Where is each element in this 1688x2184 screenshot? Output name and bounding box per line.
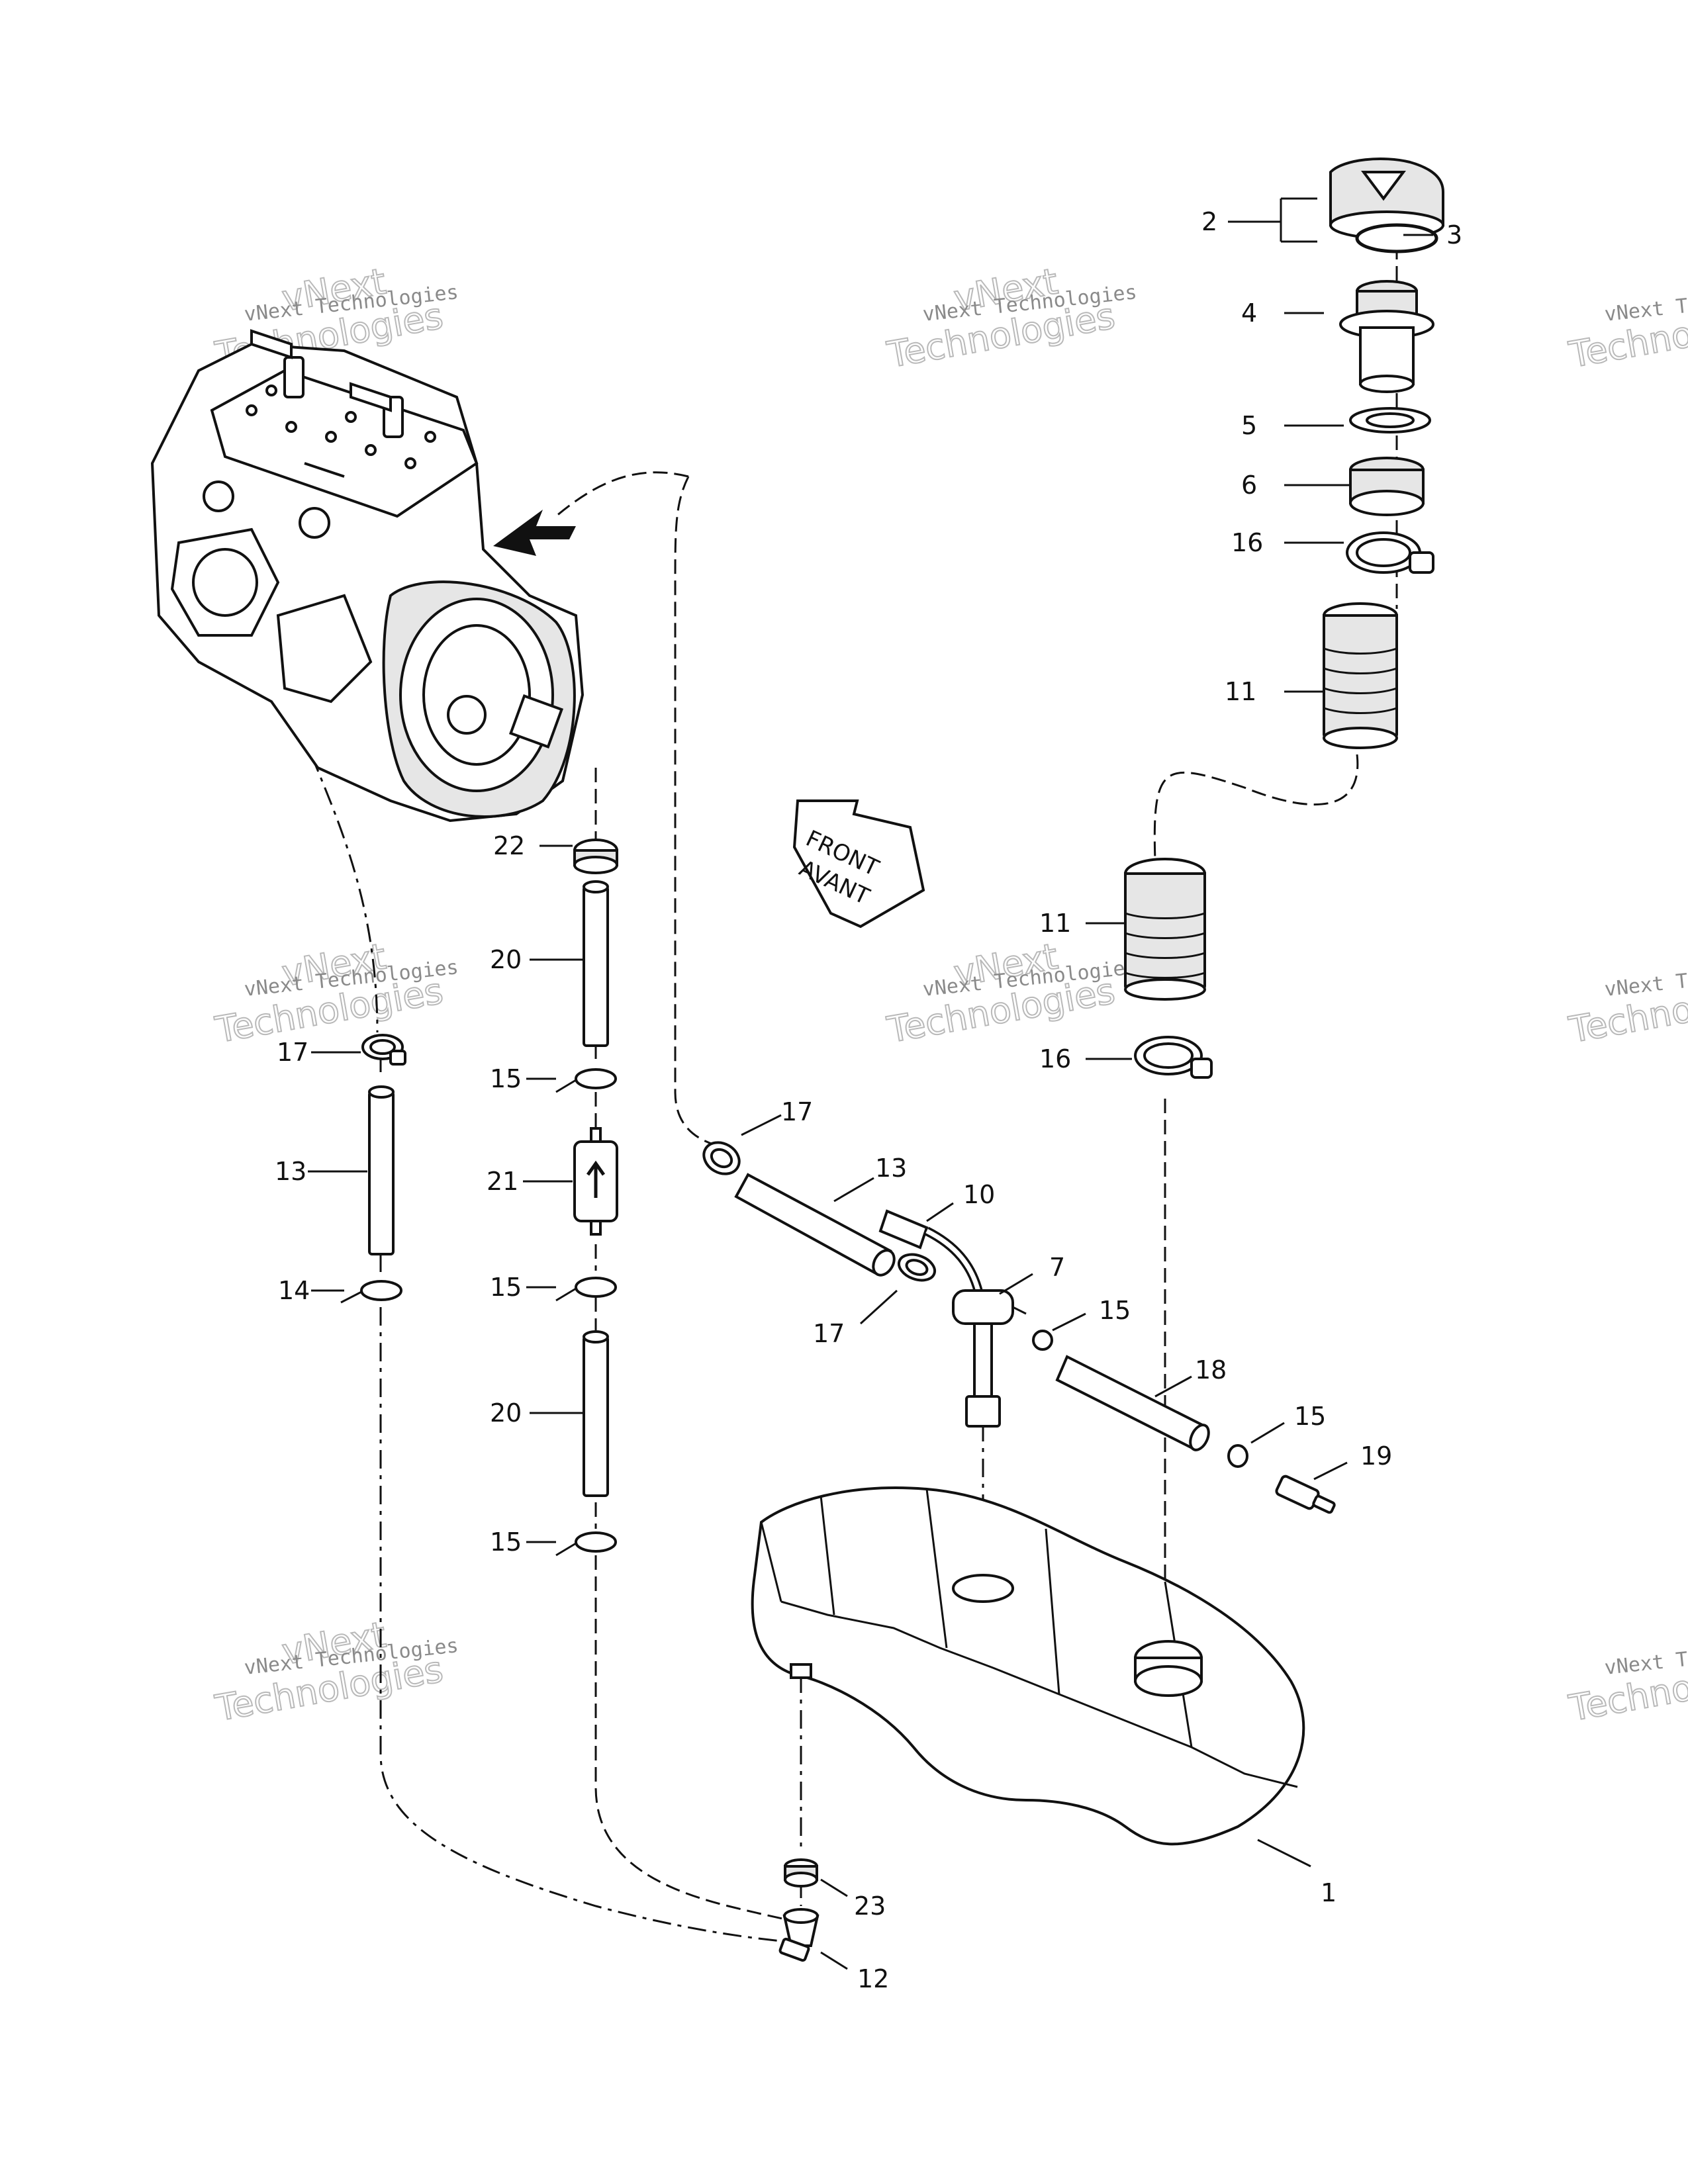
drain-fittings xyxy=(778,1858,820,1962)
callout-22: 22 xyxy=(493,831,525,860)
callout-19: 19 xyxy=(1360,1441,1392,1471)
callout-13-left: 13 xyxy=(275,1157,306,1186)
callout-7: 7 xyxy=(1049,1253,1065,1282)
callout-14: 14 xyxy=(278,1276,310,1305)
callout-17-upper: 17 xyxy=(781,1097,813,1126)
filler-cap-assembly xyxy=(1323,158,1444,749)
watermark: Technologies vNext vNext Technologies xyxy=(211,934,459,1052)
callout-labels: 2 3 4 5 6 16 11 11 16 22 20 17 15 13 21 … xyxy=(275,207,1462,1993)
callout-11-lower: 11 xyxy=(1039,909,1071,938)
callout-20-lower: 20 xyxy=(490,1398,522,1428)
callout-3: 3 xyxy=(1446,220,1462,250)
leader-lines xyxy=(308,197,1433,1970)
watermark: Technologies vNext vNext Technologies xyxy=(883,259,1138,377)
callout-17-left: 17 xyxy=(277,1038,308,1067)
callout-15-e: 15 xyxy=(1294,1402,1326,1431)
filler-hose-lower xyxy=(1124,858,1213,1079)
fuel-tank xyxy=(751,1486,1305,1846)
callout-5: 5 xyxy=(1241,411,1257,440)
callout-20-upper: 20 xyxy=(490,945,522,974)
tee-vent-assembly xyxy=(702,1141,1336,1514)
callout-10: 10 xyxy=(963,1180,995,1209)
watermark: Technologies vNext vNext Technologies xyxy=(883,934,1138,1052)
callout-17-lower: 17 xyxy=(813,1319,845,1348)
fuel-filter-column xyxy=(555,839,618,1557)
engine-illustration xyxy=(150,329,585,823)
callout-12: 12 xyxy=(857,1964,889,1993)
watermark: Technologies vNext Technologies xyxy=(1565,1634,1688,1730)
watermark: Technologies vNext Technologies xyxy=(1565,281,1688,377)
callout-1: 1 xyxy=(1321,1878,1336,1907)
callout-6: 6 xyxy=(1241,471,1257,500)
callout-4: 4 xyxy=(1241,298,1257,328)
callout-15-b: 15 xyxy=(490,1273,522,1302)
callout-15-c: 15 xyxy=(490,1527,522,1557)
callout-13-right: 13 xyxy=(875,1154,907,1183)
callout-18: 18 xyxy=(1195,1355,1227,1385)
callout-15-d: 15 xyxy=(1099,1296,1131,1325)
return-line-column xyxy=(340,1034,406,1304)
watermark: Technologies vNext Technologies xyxy=(1565,956,1688,1052)
front-direction-arrow: FRONT AVANT xyxy=(792,799,925,929)
watermark: Technologies vNext vNext Technologies xyxy=(211,1613,459,1730)
callout-16-upper: 16 xyxy=(1231,528,1263,557)
callout-16-lower: 16 xyxy=(1039,1044,1071,1073)
callout-2: 2 xyxy=(1201,207,1217,236)
callout-23: 23 xyxy=(854,1891,886,1921)
callout-21: 21 xyxy=(487,1167,518,1196)
callout-11-upper: 11 xyxy=(1225,677,1256,706)
engine-inlet-arrow xyxy=(493,510,576,556)
callout-15-a: 15 xyxy=(490,1064,522,1093)
